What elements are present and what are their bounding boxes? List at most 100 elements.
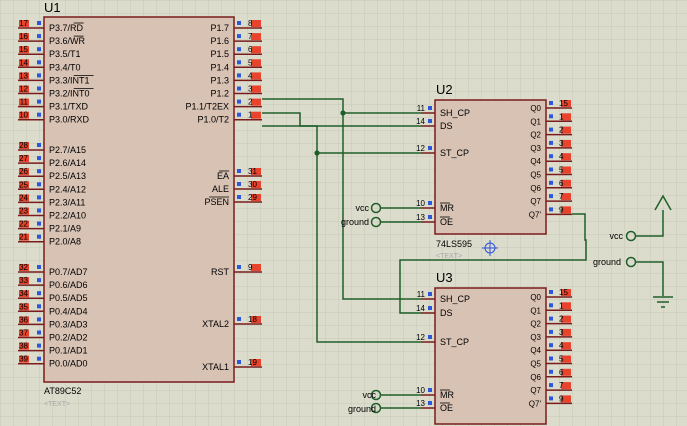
terminal-port[interactable] <box>625 256 637 268</box>
pin-q4[interactable]: 4Q4 <box>530 152 572 166</box>
pin-label: P0.4/AD4 <box>49 306 88 316</box>
pin-q1[interactable]: 1Q1 <box>530 112 572 126</box>
pin-p1-2[interactable]: 3P1.2 <box>210 85 262 99</box>
terminal-port[interactable] <box>370 216 382 228</box>
pin-number-box <box>19 194 29 202</box>
pin-q4[interactable]: 4Q4 <box>530 341 572 355</box>
pin-number: 16 <box>19 32 28 41</box>
wire-shcp-u3[interactable] <box>342 113 421 300</box>
pin-marker <box>428 292 432 296</box>
pin-marker <box>237 99 241 104</box>
pin-number-box <box>561 395 571 403</box>
wire-stcp-u3[interactable] <box>316 153 421 343</box>
pin-p1-1-t2ex[interactable]: 2P1.1/T2EX <box>185 98 262 112</box>
pin-q7[interactable]: 7Q7 <box>530 192 572 206</box>
pin-p1-0-t2[interactable]: 1P1.0/T2 <box>197 111 262 125</box>
pin-q6[interactable]: 6Q6 <box>530 368 572 382</box>
pin-p1-4[interactable]: 5P1.4 <box>210 58 262 72</box>
terminal-port[interactable] <box>370 402 382 414</box>
pin-q1[interactable]: 1Q1 <box>530 301 572 315</box>
pin-label: Q1 <box>530 306 541 315</box>
wire-shcp[interactable] <box>262 98 421 114</box>
wire-vcc-supply[interactable] <box>636 210 664 237</box>
u3-chip-body[interactable] <box>434 287 547 425</box>
pin-number: 32 <box>19 263 28 272</box>
pin-q7[interactable]: 7Q7 <box>530 381 572 395</box>
pin-p1-5[interactable]: 6P1.5 <box>210 45 262 59</box>
pin-marker <box>237 195 241 199</box>
terminal-port[interactable] <box>370 389 382 401</box>
pin-label: P2.4/A12 <box>49 184 86 194</box>
pin-number: 15 <box>559 288 568 297</box>
pin-q2[interactable]: 2Q2 <box>530 126 572 140</box>
pin-q5[interactable]: 5Q5 <box>530 355 572 369</box>
pin-p1-7[interactable]: 8P1.7 <box>210 19 262 33</box>
terminal-port[interactable] <box>625 230 637 242</box>
wire-stcp[interactable] <box>262 125 421 154</box>
terminal-port[interactable] <box>370 202 382 214</box>
pin-q2[interactable]: 2Q2 <box>530 315 572 329</box>
pin-p1-6[interactable]: 7P1.6 <box>210 32 262 46</box>
u1-chip-body[interactable] <box>43 16 235 383</box>
pin-p1-3[interactable]: 4P1.3 <box>210 71 262 85</box>
pin-marker <box>428 335 432 339</box>
wire-cascade[interactable] <box>399 213 587 314</box>
pin-marker <box>37 21 41 25</box>
pin-q5[interactable]: 5Q5 <box>530 166 572 180</box>
wire-ds[interactable] <box>262 112 421 127</box>
pin-number-box <box>251 181 261 188</box>
pin-number: 7 <box>559 192 564 201</box>
pin-q6[interactable]: 6Q6 <box>530 179 572 193</box>
u2-chip-body[interactable] <box>434 99 547 235</box>
pin-number: 13 <box>416 213 425 222</box>
wire-ground-supply[interactable] <box>636 261 664 296</box>
pin-q3[interactable]: 3Q3 <box>530 328 572 342</box>
pin-q7'[interactable]: 9Q7' <box>529 205 572 219</box>
pin-marker <box>37 86 41 91</box>
pin-q7'[interactable]: 9Q7' <box>529 394 572 408</box>
pin-q3[interactable]: 3Q3 <box>530 139 572 153</box>
